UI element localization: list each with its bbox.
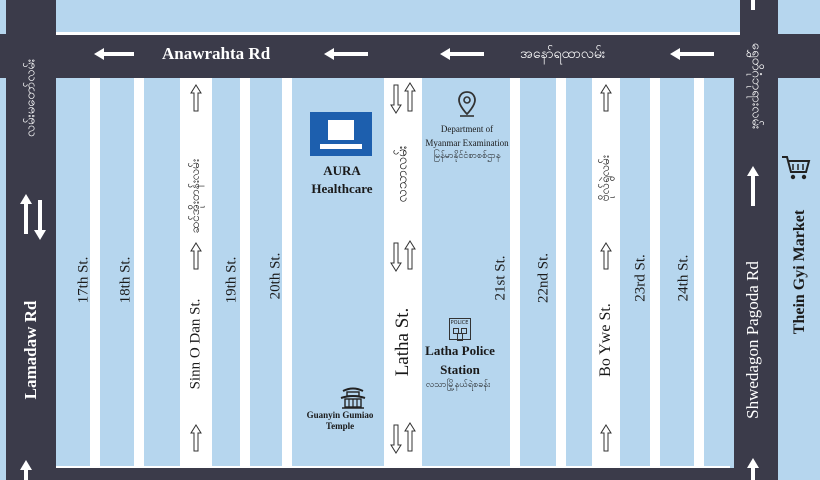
label-24th-st: 24th St. <box>675 254 692 302</box>
label-17th-st: 17th St. <box>75 256 92 304</box>
police-building-icon: POLICE <box>449 318 471 341</box>
arrow-up-icon <box>190 84 202 112</box>
arrow-up-icon <box>747 458 759 480</box>
exam-label-my: မြန်မာနိုင်ငံစာစစ်ဌာန <box>433 151 501 161</box>
label-22nd-st: 22nd St. <box>535 252 552 304</box>
arrow-updown-icon <box>390 422 416 454</box>
label-latha-my: လသာလမ်း <box>394 145 411 203</box>
right-divider <box>730 78 734 468</box>
arrow-up-icon <box>190 424 202 452</box>
arrow-updown-icon <box>20 194 46 240</box>
arrow-up-icon <box>751 0 755 10</box>
left-block-top <box>0 0 6 34</box>
street-23rd-line <box>650 78 660 468</box>
top-block <box>56 0 740 34</box>
label-bo-ywe-en: Bo Ywe St. <box>597 303 614 377</box>
road-lamadaw-my: လမ်းမတော်လမ်း <box>23 58 39 138</box>
left-block <box>0 78 6 480</box>
police-label-my: လသာမြို့နယ်ရဲစခန်း <box>425 380 491 390</box>
street-bo-ywe <box>592 78 620 468</box>
exam-label-line1: Department of <box>440 124 494 134</box>
arrow-up-icon <box>600 424 612 452</box>
aura-label-line1: AURA <box>323 163 361 178</box>
label-21st-st: 21st St. <box>492 255 509 301</box>
road-shwedagon-my: ရွှေတိဂုံဘုရားလမ်း <box>748 42 764 130</box>
arrow-left-icon <box>670 48 714 60</box>
label-sinn-o-dan-my: ဆင်အိုးတန်းလမ်း <box>188 158 202 234</box>
right-block-top <box>778 0 820 34</box>
street-18th-line <box>134 78 144 468</box>
aura-logo-icon <box>310 112 372 156</box>
label-bo-ywe-my: ဗိုလ်ရွဲလမ်း <box>598 154 612 202</box>
police-label-line2: Station <box>440 362 480 377</box>
road-lamadaw-en: Lamadaw Rd <box>21 300 40 400</box>
temple-label-line1: Guanyin Gumiao <box>306 410 374 420</box>
arrow-updown-icon <box>390 82 416 114</box>
road-anawrahta-en: Anawrahta Rd <box>162 44 271 63</box>
road-anawrahta-my: အနော်ရထာလမ်း <box>520 46 606 62</box>
poi-thein-gyi-market: Thein Gyi Market <box>791 209 808 335</box>
label-19th-st: 19th St. <box>223 256 240 304</box>
label-20th-st: 20th St. <box>267 252 284 300</box>
aura-label-line2: Healthcare <box>311 181 373 196</box>
arrow-up-icon <box>747 166 759 206</box>
label-sinn-o-dan-en: Sinn O Dan St. <box>187 298 204 390</box>
street-20th-line <box>282 78 292 468</box>
police-badge-text: POLICE <box>450 320 469 326</box>
right-block <box>778 78 820 480</box>
street-sinn-o-dan <box>180 78 212 468</box>
police-label-line1: Latha Police <box>425 343 495 358</box>
road-shwedagon-en: Shwedagon Pagoda Rd <box>743 261 762 419</box>
arrow-up-icon <box>190 242 202 270</box>
temple-label-line2: Temple <box>325 421 355 431</box>
temple-icon <box>340 387 366 409</box>
shopping-cart-icon <box>782 156 811 180</box>
arrow-left-icon <box>94 48 134 60</box>
arrow-updown-icon <box>390 240 416 272</box>
arrow-up-icon <box>600 242 612 270</box>
street-19th-line <box>240 78 250 468</box>
label-latha-en: Latha St. <box>392 307 413 377</box>
arrow-left-icon <box>440 48 484 60</box>
label-18th-st: 18th St. <box>117 256 134 304</box>
street-latha <box>384 78 422 468</box>
label-23rd-st: 23rd St. <box>632 254 649 302</box>
location-pin-icon <box>458 91 476 117</box>
arrow-left-icon <box>324 48 368 60</box>
street-22nd-line <box>556 78 566 468</box>
arrow-updown-icon <box>20 460 32 480</box>
street-21st-line <box>510 78 520 468</box>
street-17th-line <box>90 78 100 468</box>
street-24th-line <box>694 78 704 468</box>
arrow-up-icon <box>600 84 612 112</box>
exam-label-line2: Myanmar Examination <box>425 138 509 148</box>
top-strip-white-line <box>56 32 740 35</box>
